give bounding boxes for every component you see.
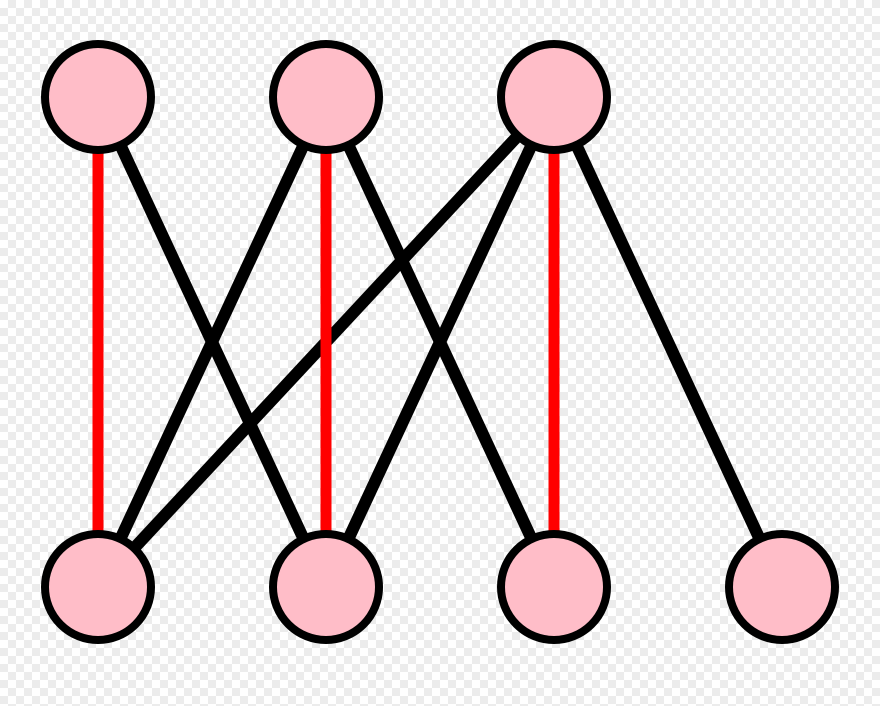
edge-u3-v2	[320, 94, 560, 590]
edge-u3-v4	[548, 94, 788, 590]
node-u1	[41, 40, 155, 154]
node-u2	[269, 40, 383, 154]
node-v3	[497, 530, 611, 644]
edge-u2-v1	[92, 94, 332, 590]
node-v1	[41, 530, 155, 644]
node-v2	[269, 530, 383, 644]
edge-layer	[92, 92, 788, 592]
node-u3	[497, 40, 611, 154]
node-v4	[725, 530, 839, 644]
node-layer	[41, 40, 839, 644]
